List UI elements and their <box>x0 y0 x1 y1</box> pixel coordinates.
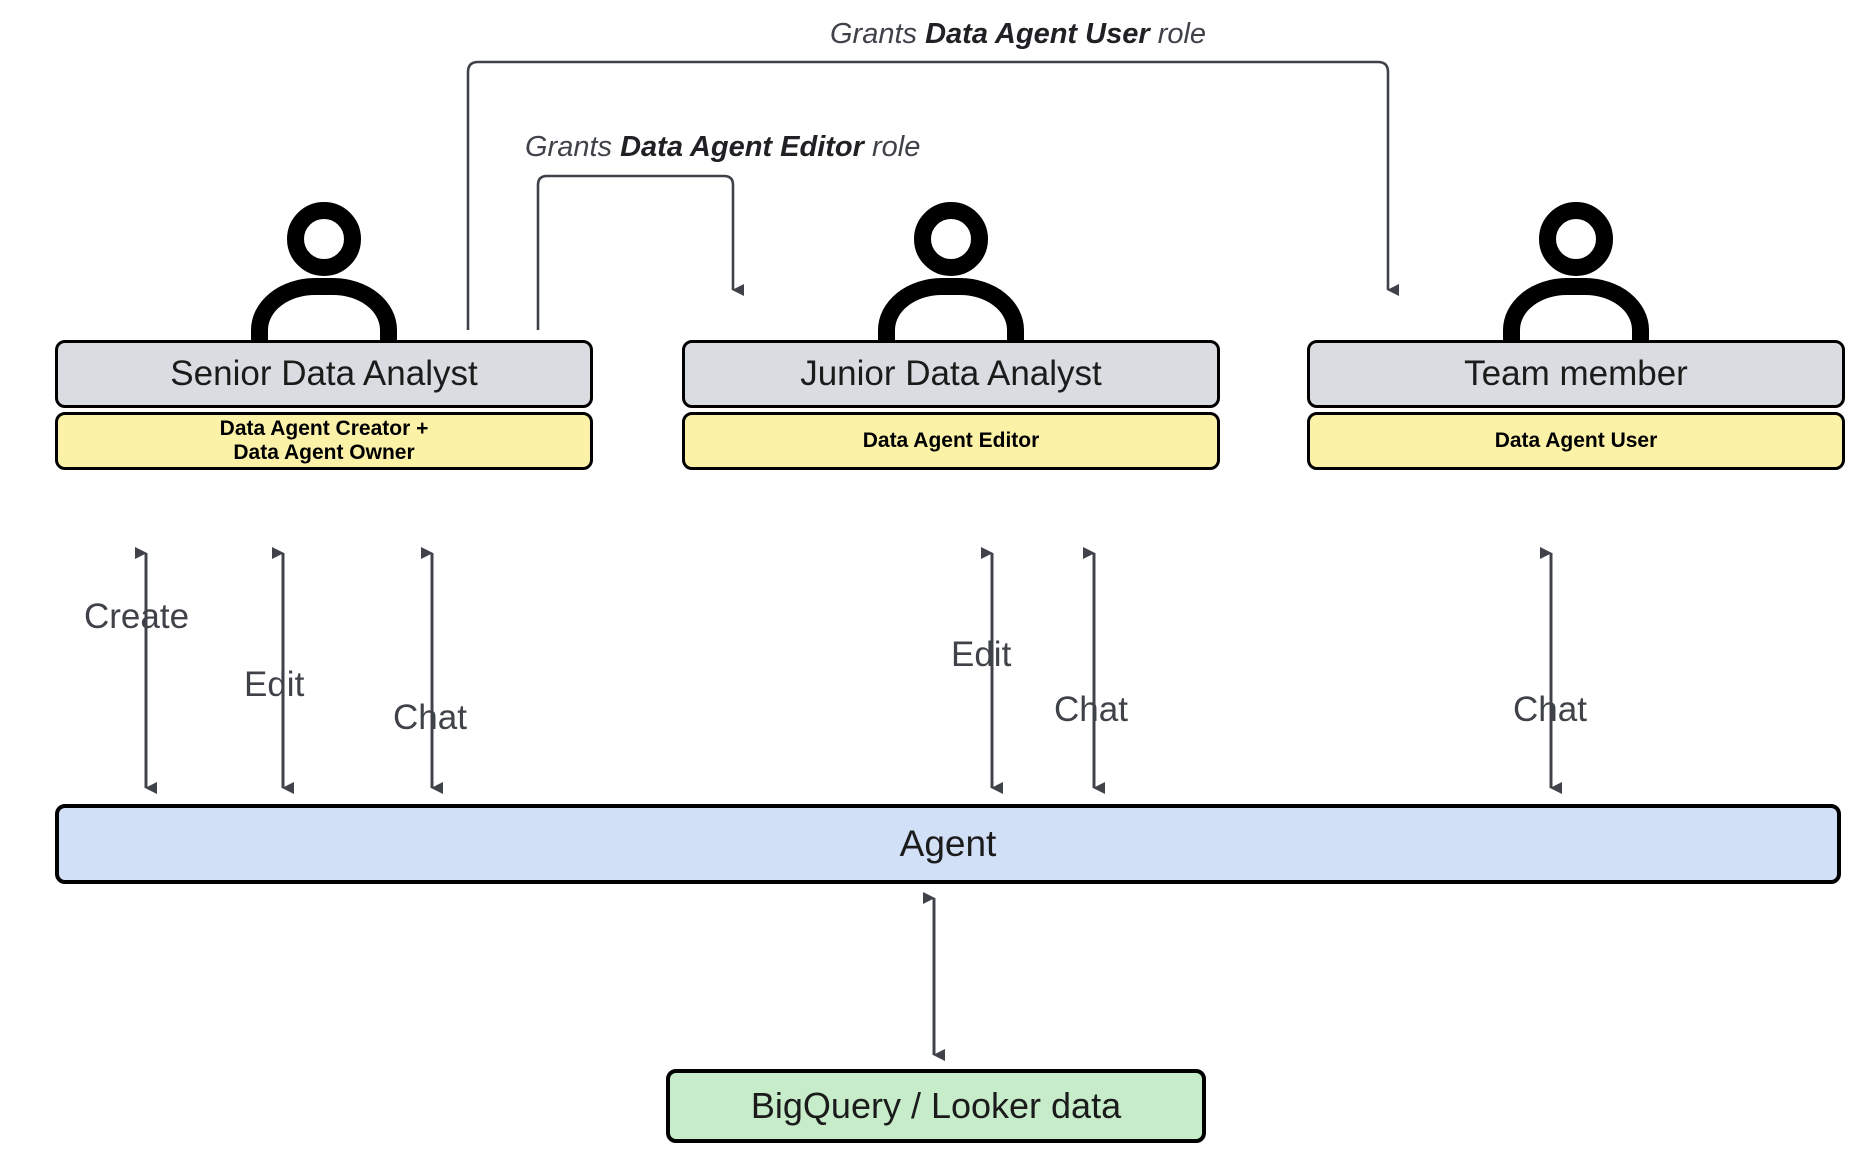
person-body-shape <box>1503 278 1649 357</box>
grants-data-agent-editor-label: Grants Data Agent Editor role <box>525 131 920 164</box>
person-body-shape <box>878 278 1024 357</box>
persona-role-junior-data-analyst[interactable]: Data Agent Editor <box>682 412 1220 470</box>
flow-label-senior-chat: Chat <box>393 698 467 737</box>
person-head-shape <box>914 202 988 276</box>
grant-suffix-editor: role <box>863 131 921 163</box>
person-head-shape <box>1539 202 1613 276</box>
person-body-shape <box>251 278 397 357</box>
persona-senior-data-analyst[interactable]: Senior Data Analyst Data Agent Creator +… <box>55 200 593 470</box>
person-icon <box>1496 200 1656 357</box>
person-icon <box>244 200 404 357</box>
grant-role-user: Data Agent User <box>925 18 1150 50</box>
agent-node[interactable]: Agent <box>55 804 1841 884</box>
grants-data-agent-user-label: Grants Data Agent User role <box>830 18 1206 51</box>
persona-title-senior-data-analyst[interactable]: Senior Data Analyst <box>55 340 593 408</box>
person-icon <box>871 200 1031 357</box>
flow-label-junior-chat: Chat <box>1054 690 1128 729</box>
persona-role-senior-data-analyst[interactable]: Data Agent Creator + Data Agent Owner <box>55 412 593 470</box>
datasource-node[interactable]: BigQuery / Looker data <box>666 1069 1206 1143</box>
flow-label-team-chat: Chat <box>1513 690 1587 729</box>
person-head-shape <box>287 202 361 276</box>
persona-title-team-member[interactable]: Team member <box>1307 340 1845 408</box>
persona-team-member[interactable]: Team member Data Agent User <box>1307 200 1845 470</box>
flow-label-junior-edit: Edit <box>951 635 1012 674</box>
persona-title-junior-data-analyst[interactable]: Junior Data Analyst <box>682 340 1220 408</box>
grant-suffix-user: role <box>1149 18 1207 50</box>
flow-label-senior-create: Create <box>84 597 190 636</box>
grant-prefix-user: Grants <box>830 18 926 50</box>
grant-role-editor: Data Agent Editor <box>620 131 864 163</box>
persona-role-team-member[interactable]: Data Agent User <box>1307 412 1845 470</box>
persona-junior-data-analyst[interactable]: Junior Data Analyst Data Agent Editor <box>682 200 1220 470</box>
flow-label-senior-edit: Edit <box>244 665 305 704</box>
grant-prefix-editor: Grants <box>525 131 621 163</box>
